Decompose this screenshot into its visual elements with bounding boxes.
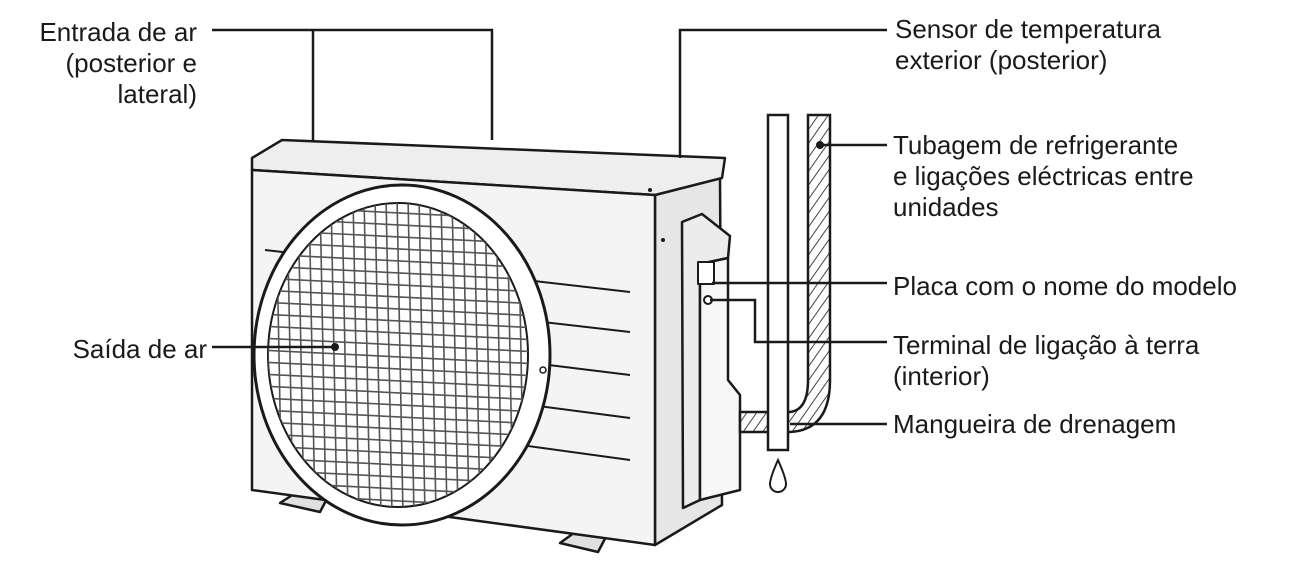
grille-bar (484, 203, 492, 507)
label-line: lateral) (117, 79, 197, 109)
grille-bar (268, 397, 528, 413)
grille-bar (268, 349, 528, 365)
grille-bar (473, 203, 481, 507)
grille-bar (268, 313, 528, 329)
label-air-outlet: Saída de ar (73, 334, 207, 365)
grille-bar (407, 203, 415, 507)
label-drain-hose: Mangueira de drenagem (893, 409, 1176, 440)
leader-lines (212, 28, 887, 426)
label-line: Terminal de ligação à terra (893, 330, 1200, 360)
label-line: Sensor de temperatura (895, 14, 1161, 44)
grille-bar (268, 445, 528, 461)
label-line: unidades (893, 192, 999, 222)
label-line: Tubagem de refrigerante (893, 130, 1179, 160)
grille-bar (268, 325, 528, 341)
grille-bar (268, 433, 528, 449)
grille-bar (440, 203, 448, 507)
screw-icon (648, 188, 652, 192)
label-temp-sensor: Sensor de temperatura exterior (posterio… (895, 14, 1161, 76)
label-line: Entrada de ar (39, 17, 197, 47)
screw-icon (661, 238, 665, 242)
label-line: exterior (posterior) (895, 45, 1108, 75)
leader-temp-sensor (678, 28, 887, 158)
label-line: (posterior e (65, 48, 198, 78)
grille-bar (268, 337, 528, 353)
marker-dot (331, 343, 339, 351)
refrigerant-piping (738, 113, 832, 493)
label-model-plate: Placa com o nome do modelo (893, 271, 1237, 302)
grille-bar (268, 301, 528, 317)
label-ground-terminal: Terminal de ligação à terra (interior) (893, 330, 1199, 392)
terminal-box (698, 256, 742, 502)
label-refrigerant-piping: Tubagem de refrigerante e ligações eléct… (893, 130, 1194, 223)
label-line: e ligações eléctricas entre (893, 161, 1194, 191)
grille-bar (268, 409, 528, 425)
grille-bar (268, 361, 528, 377)
label-air-inlet: Entrada de ar (posterior e lateral) (39, 17, 197, 110)
grille-bar (451, 203, 459, 507)
leader-ground (710, 298, 887, 344)
grille-bar (268, 385, 528, 401)
grille-bar (429, 203, 437, 507)
water-drop-icon (768, 457, 788, 493)
marker-dot (816, 141, 824, 149)
model-plate-icon (697, 261, 715, 285)
grille-bar (462, 203, 470, 507)
outdoor-unit (250, 138, 742, 554)
grille-bar (418, 203, 426, 507)
grille-bar (308, 203, 316, 507)
grille-bar (268, 253, 528, 269)
label-line: Placa com o nome do modelo (893, 271, 1237, 301)
grille-bar (268, 373, 528, 389)
grille-bar (268, 289, 528, 305)
label-line: Saída de ar (72, 334, 207, 364)
grille-bar (268, 265, 528, 281)
grille-bar (268, 421, 528, 437)
label-line: Mangueira de drenagem (893, 409, 1177, 439)
screw-icon (539, 366, 547, 374)
grille-bar (268, 277, 528, 293)
leader-air-inlet (212, 28, 494, 140)
label-line: (interior) (893, 361, 990, 391)
